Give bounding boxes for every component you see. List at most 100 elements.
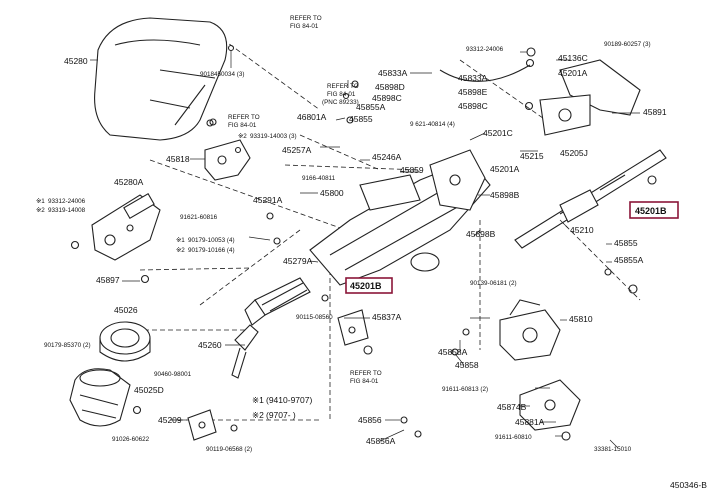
label-45280A: 45280A [114, 177, 144, 187]
label-45201A-top: 45201A [558, 68, 588, 78]
marker-2b: ※2 [36, 207, 45, 214]
legend-markers: ※1 ※2 ※1 ※2 ※2 [36, 133, 247, 254]
bearing-45026 [99, 321, 151, 362]
label-45891: 45891 [643, 107, 667, 117]
label-90179-10053: 90179-10053 (4) [188, 237, 235, 244]
label-45898B-1: 45898B [490, 190, 520, 200]
label-45210: 45210 [570, 225, 594, 235]
label-45201B-right: 45201B [635, 206, 667, 216]
label-45855A-right: 45855A [614, 255, 644, 265]
label-45898C-2: 45898C [458, 101, 488, 111]
label-45279A: 45279A [283, 256, 313, 266]
label-45246A: 45246A [372, 152, 402, 162]
label-45800: 45800 [320, 188, 344, 198]
label-45215: 45215 [520, 151, 544, 161]
label-45855-right: 45855 [614, 238, 638, 248]
bracket-45859 [429, 149, 486, 211]
label-45856A: 45856A [366, 436, 396, 446]
label-45201C: 45201C [483, 128, 513, 138]
label-33381-15010: 33381-15010 [594, 446, 632, 453]
label-93312-24006-top: 93312-24006 [466, 46, 504, 53]
label-90119-06568: 90119-06568 (2) [206, 446, 252, 453]
label-90460-98001: 90460-98001 [154, 371, 192, 378]
bracket-45818 [204, 139, 251, 181]
label-45260: 45260 [198, 340, 222, 350]
label-9018450034: 9018450034 (3) [200, 71, 244, 78]
dashed-lines [120, 29, 641, 421]
label-91621-60816: 91621-60816 [180, 214, 218, 221]
cable-93312 [439, 47, 536, 82]
bracket-45874B [519, 379, 581, 431]
label-45026: 45026 [114, 305, 138, 315]
legend-mark-2: ※2 [252, 410, 264, 420]
marker-2c: ※2 [176, 247, 185, 254]
main-shaft-45210 [514, 149, 667, 249]
label-46801A: 46801A [297, 112, 327, 122]
label-45897: 45897 [96, 275, 120, 285]
label-fig-3: FIG 84-01 [228, 122, 257, 129]
marker-1b: ※1 [176, 237, 185, 244]
label-90139-06181: 90139-06181 (2) [470, 280, 517, 287]
bracket-45891 [539, 59, 641, 136]
label-45898E: 45898E [458, 87, 488, 97]
label-45201A-mid: 45201A [490, 164, 520, 174]
label-93319-14003: 93319-14003 (3) [250, 133, 297, 140]
label-45257A: 45257A [282, 145, 312, 155]
label-45209: 45209 [158, 415, 182, 425]
leader-lines [90, 50, 640, 449]
intermediate-shaft-45260 [231, 277, 311, 379]
label-91611-60810: 91611-60810 [495, 434, 532, 441]
legend-mark-1: ※1 [252, 395, 264, 405]
legend: ※1 (9410-9707) ※2 (9707- ) [252, 395, 312, 420]
joint-45810 [499, 299, 561, 361]
label-45898B-2: 45898B [466, 229, 496, 239]
legend-text-1: (9410-9707) [266, 395, 312, 405]
label-45136C: 45136C [558, 53, 588, 63]
label-93319-14008: 93319-14008 [48, 207, 86, 214]
marker-2d: ※2 [238, 133, 247, 140]
label-90189-60257: 90189-60257 (3) [604, 41, 651, 48]
label-90115-08560: 90115-08560 [296, 314, 333, 321]
label-45874B: 45874B [497, 402, 527, 412]
boot-45025D [69, 368, 131, 427]
label-pnc-89233: (PNC 89233) [322, 99, 359, 106]
label-fig-2: FIG 84-01 [327, 91, 356, 98]
highlight-45201B-center[interactable]: 45201B [345, 277, 393, 294]
label-45898D: 45898D [375, 82, 405, 92]
label-45881A: 45881A [515, 417, 545, 427]
label-90179-85370: 90179-85370 (2) [44, 342, 91, 349]
legend-text-2: (9707- ) [266, 410, 296, 420]
lock-assembly-45280A [91, 193, 161, 261]
label-refer-to-2: REFER TO [327, 83, 359, 90]
label-fig-4: FIG 84-01 [350, 378, 379, 385]
label-45818: 45818 [166, 154, 190, 164]
label-45280: 45280 [64, 56, 88, 66]
label-fig-1: FIG 84-01 [290, 23, 319, 30]
label-91611-60813: 91611-60813 (2) [442, 386, 488, 393]
label-91026-60622: 91026-60622 [112, 436, 150, 443]
label-45858: 45858 [455, 360, 479, 370]
label-9621-40814: 9 621-40814 (4) [410, 121, 455, 128]
highlight-45201B-right[interactable]: 45201B [629, 201, 679, 219]
label-refer-to-1: REFER TO [290, 15, 322, 22]
column-cover-45280 [94, 17, 228, 141]
bracket-45837A [337, 309, 369, 346]
bracket-45209 [187, 409, 217, 441]
label-45837A: 45837A [372, 312, 402, 322]
label-45898C-1: 45898C [372, 93, 402, 103]
label-45025D: 45025D [134, 385, 164, 395]
label-45833A-1: 45833A [378, 68, 408, 78]
label-93312-24006-left: 93312-24006 [48, 198, 86, 205]
label-45201B-center: 45201B [350, 281, 382, 291]
label-45859: 45859 [400, 165, 424, 175]
label-9166-40811: 9166-40811 [302, 175, 336, 182]
label-45810: 45810 [569, 314, 593, 324]
labels: 45280 9018450034 (3) REFER TO FIG 84-01 … [44, 15, 667, 453]
marker-1a: ※1 [36, 198, 45, 205]
label-45856: 45856 [358, 415, 382, 425]
figure-code: 450346-B [670, 480, 707, 490]
label-45291A: 45291A [253, 195, 283, 205]
label-refer-to-3: REFER TO [228, 114, 260, 121]
